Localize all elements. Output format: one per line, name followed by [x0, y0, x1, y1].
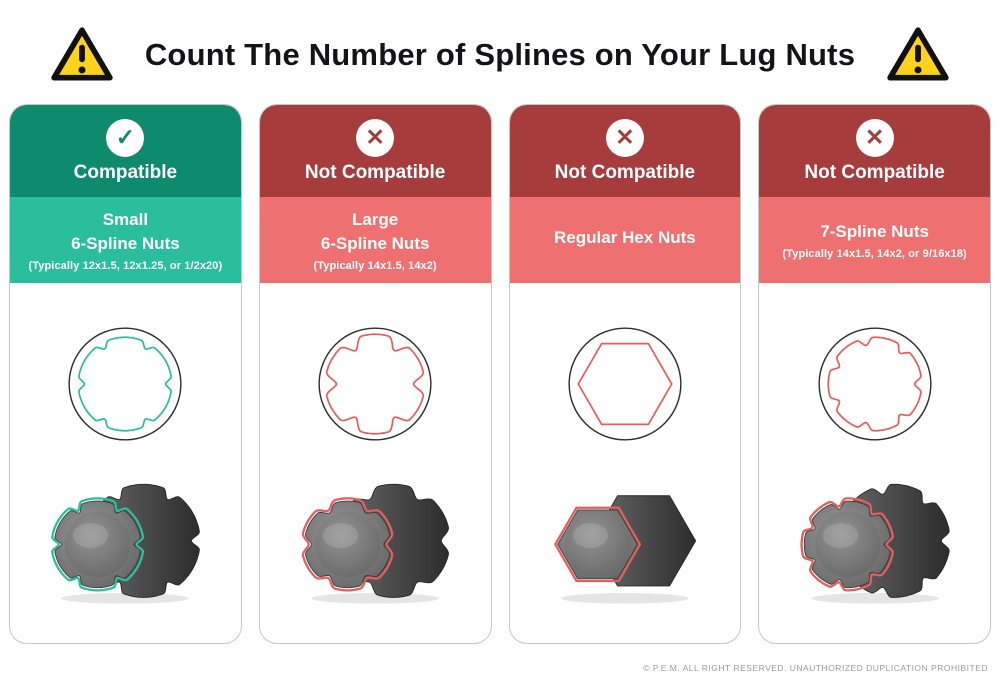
card-subheader: Large 6-Spline Nuts (Typically 14x1.5, 1… — [259, 197, 491, 283]
card-body — [260, 283, 491, 643]
warning-triangle-right-icon — [885, 25, 951, 85]
cross-icon: ✕ — [605, 118, 644, 157]
card-subheader: Regular Hex Nuts — [509, 197, 741, 283]
card-body — [510, 283, 741, 643]
cross-icon: ✕ — [356, 118, 395, 157]
lug-nut-illustration — [554, 495, 696, 604]
card-body — [759, 283, 990, 643]
cards-container: ✓ Compatible Small 6-Spline Nuts (Typica… — [0, 104, 1000, 644]
spline-profile-diagram — [818, 327, 932, 441]
lug-nut-illustration — [51, 483, 201, 604]
nut-sizes-subtext: (Typically 14x1.5, 14x2, or 9/16x18) — [782, 248, 967, 261]
card-small-6-spline: ✓ Compatible Small 6-Spline Nuts (Typica… — [9, 104, 242, 644]
card-body — [10, 283, 241, 643]
card-large-6-spline: ✕ Not Compatible Large 6-Spline Nuts (Ty… — [258, 104, 492, 644]
hex-profile-diagram — [568, 327, 682, 441]
card-header: ✕ Not Compatible — [759, 105, 990, 197]
lug-nut-illustration — [800, 483, 950, 604]
nut-name-line1: Large — [351, 209, 399, 229]
status-label: Not Compatible — [804, 161, 945, 183]
nut-name-line1: Regular Hex Nuts — [554, 227, 696, 247]
spline-profile-diagram — [68, 327, 182, 441]
check-icon: ✓ — [106, 118, 145, 157]
nut-name-line2: 6-Spline Nuts — [320, 233, 430, 253]
card-7-spline: ✕ Not Compatible 7-Spline Nuts (Typicall… — [758, 104, 991, 644]
card-header: ✕ Not Compatible — [509, 105, 741, 197]
spline-profile-diagram — [318, 327, 432, 441]
warning-triangle-left-icon — [49, 25, 115, 85]
nut-sizes-subtext: (Typically 14x1.5, 14x2) — [313, 260, 437, 273]
nut-name-line2: 6-Spline Nuts — [71, 233, 180, 253]
title-row: Count The Number of Splines on Your Lug … — [0, 0, 1000, 104]
nut-name-line1: 7-Spline Nuts — [820, 221, 929, 241]
card-regular-hex: ✕ Not Compatible Regular Hex Nuts — [508, 104, 742, 644]
status-label: Not Compatible — [304, 161, 446, 183]
card-header: ✕ Not Compatible — [259, 105, 491, 197]
card-subheader: 7-Spline Nuts (Typically 14x1.5, 14x2, o… — [759, 197, 990, 283]
footer-copyright: © P.E.M. ALL RIGHT RESERVED. UNAUTHORIZE… — [643, 663, 988, 673]
status-label: Not Compatible — [554, 161, 696, 183]
lug-nut-illustration — [301, 483, 450, 604]
cross-icon: ✕ — [855, 118, 894, 157]
nut-name-line1: Small — [102, 209, 149, 229]
card-subheader: Small 6-Spline Nuts (Typically 12x1.5, 1… — [10, 197, 241, 283]
page-title: Count The Number of Splines on Your Lug … — [144, 37, 856, 72]
nut-sizes-subtext: (Typically 12x1.5, 12x1.25, or 1/2x20) — [28, 260, 223, 273]
card-header: ✓ Compatible — [10, 105, 241, 197]
status-label: Compatible — [73, 161, 178, 183]
